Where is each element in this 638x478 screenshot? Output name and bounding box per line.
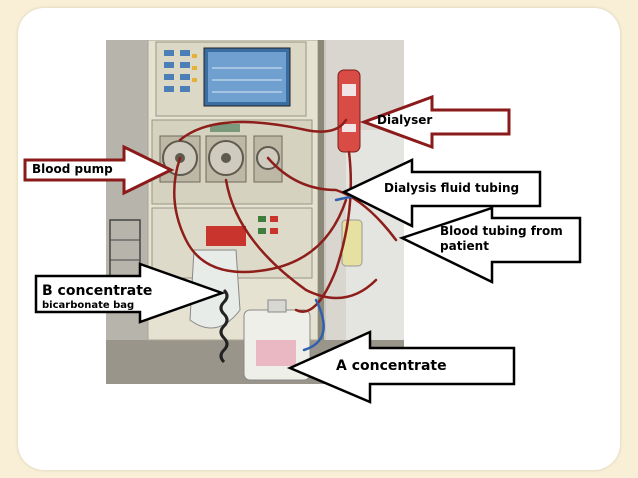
- a-concentrate-label: A concentrate: [336, 358, 447, 374]
- dialysis-fluid-tubing-label: Dialysis fluid tubing: [384, 181, 520, 195]
- b-concentrate-arrow: [34, 262, 226, 324]
- dialysis-fluid-tubing-arrow: [341, 158, 542, 229]
- bicarbonate-bag-label: bicarbonate bag: [42, 300, 135, 311]
- blood-pump-arrow: [23, 144, 175, 196]
- dialyser-label: Dialyser: [377, 113, 433, 127]
- b-concentrate-label: B concentrate: [42, 283, 153, 299]
- blood-tubing-arrow: [398, 206, 582, 285]
- blood-tubing-label-line2: patient: [440, 239, 489, 253]
- blood-pump-label: Blood pump: [32, 162, 113, 176]
- a-concentrate-arrow: [286, 330, 516, 404]
- blood-tubing-label-line1: Blood tubing from: [440, 224, 563, 238]
- dialyser-arrow: [359, 94, 511, 150]
